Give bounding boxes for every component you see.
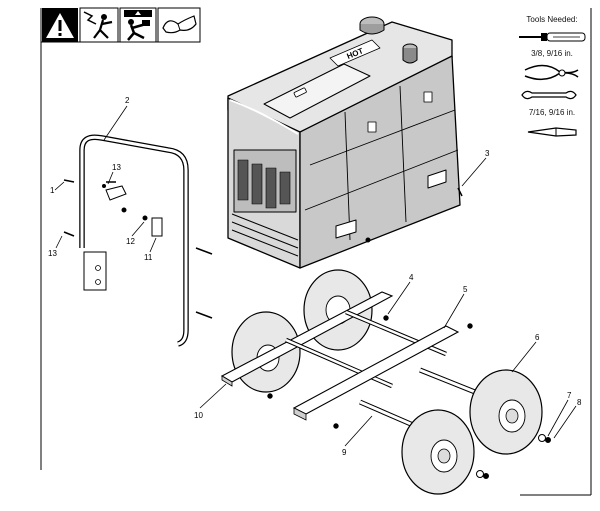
warning-triangle-icon — [42, 8, 78, 42]
callout-11: 11 — [144, 253, 153, 262]
welder-generator-unit: HOT — [227, 16, 461, 269]
callout-13-top: 13 — [112, 163, 121, 172]
tools-heading: Tools Needed: — [526, 15, 577, 24]
callout-6: 6 — [535, 333, 540, 342]
callout-12: 12 — [126, 237, 135, 246]
pliers-icon — [524, 64, 579, 81]
safety-glasses-icon — [157, 7, 201, 43]
callout-leaders — [54, 105, 577, 447]
callout-5: 5 — [463, 285, 468, 294]
callout-10: 10 — [194, 411, 203, 420]
tools-panel: Tools Needed: 3/8, 9/16 in. 7/16, 9/16 i… — [519, 15, 586, 137]
running-gear — [220, 187, 551, 495]
wrench-sizes-2: 7/16, 9/16 in. — [529, 108, 575, 117]
callouts: 1 2 3 4 5 6 7 8 9 10 11 12 13 13 — [48, 96, 582, 457]
callout-1: 1 — [50, 186, 55, 195]
lifting-hazard-icon — [119, 7, 157, 43]
screwdriver-icon — [519, 32, 586, 42]
callout-7: 7 — [567, 391, 572, 400]
knife-icon — [527, 127, 577, 137]
callout-3: 3 — [485, 149, 490, 158]
callout-13-bottom: 13 — [48, 249, 57, 258]
callout-8: 8 — [577, 398, 582, 407]
safety-banner — [42, 7, 201, 43]
callout-9: 9 — [342, 448, 347, 457]
wrench-icon — [521, 90, 577, 100]
callout-4: 4 — [409, 273, 414, 282]
callout-2: 2 — [125, 96, 130, 105]
handle-assembly — [63, 134, 213, 347]
wrench-sizes-1: 3/8, 9/16 in. — [531, 49, 573, 58]
electric-shock-icon — [79, 7, 119, 43]
